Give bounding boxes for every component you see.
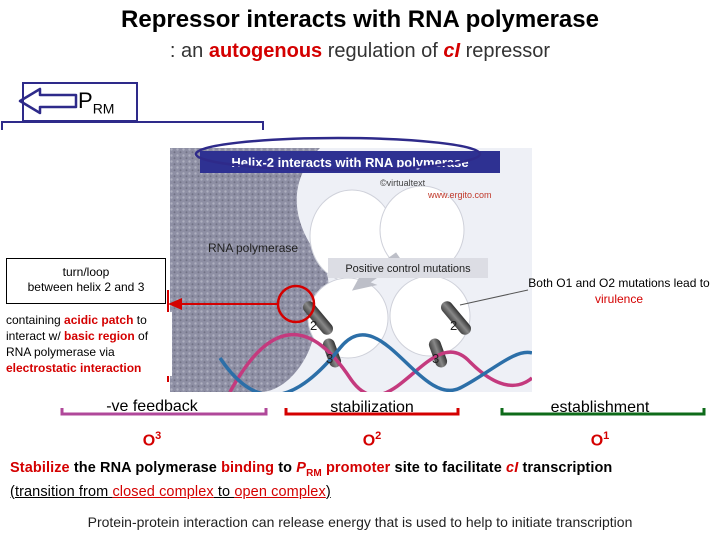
dna-strand-2 [218, 333, 532, 392]
turn-loop-line-2: between helix 2 and 3 [27, 280, 145, 294]
statement-line-1: Stabilize the RNA polymerase binding to … [10, 459, 715, 483]
subtitle-middle: regulation of [322, 40, 444, 62]
st-7: site to facilitate [390, 460, 507, 476]
figure-illustration: Helix-2 interacts with RNA polymerase ©v… [170, 148, 532, 392]
footer-note: Protein-protein interaction can release … [87, 514, 633, 530]
o3-site: O [142, 432, 156, 450]
st-closed: closed complex [112, 483, 214, 500]
contain-p3: of RNA polymerase via [6, 329, 149, 359]
mutations-label-box [328, 258, 488, 278]
o1-bracket [500, 408, 706, 416]
promoter-label: PRM [78, 88, 114, 116]
o3-site-label: O3 [62, 430, 242, 450]
subtitle-suffix: repressor [460, 40, 551, 62]
o1-site-label: O1 [502, 430, 698, 450]
contain-p2: to interact w/ [6, 313, 147, 343]
helix-cylinder-3 [441, 301, 471, 335]
promoter-label-main: P [78, 88, 93, 113]
promoter-arrow-graphic [1, 87, 264, 130]
st-open: ( [10, 483, 15, 500]
slide-subtitle: : an autogenous regulation of cI repress… [0, 40, 720, 63]
o1-sup: 1 [603, 430, 610, 442]
promoter-box [22, 82, 138, 122]
helix-number-3-right: 3 [432, 351, 439, 366]
helix2-highlight-circle [276, 284, 316, 324]
o2-bracket [284, 408, 460, 416]
contain-basic: basic region [64, 329, 135, 343]
promoter-label-sub: RM [92, 100, 115, 117]
stabilize-statement: Stabilize the RNA polymerase binding to … [10, 459, 715, 502]
turn-loop-callout: turn/loop between helix 2 and 3 [6, 258, 166, 304]
contain-electro: electrostatic interaction [6, 361, 142, 375]
o3-sup: 3 [155, 430, 162, 442]
st-stabilize: Stabilize [10, 460, 70, 476]
st-promoter: promoter [321, 460, 391, 476]
mutations-callout: Both O1 and O2 mutations lead to virulen… [528, 275, 710, 307]
o2-site-label: O2 [286, 430, 458, 450]
st-opencomplex: open complex [234, 483, 326, 500]
o2-role-label: stabilization [330, 399, 414, 416]
st-binding: binding [221, 460, 275, 476]
figure-copyright: ©virtualtext [380, 178, 426, 188]
figure-url: www.ergito.com [427, 190, 492, 200]
mutations-virulence: virulence [594, 292, 644, 306]
promoter-arrow-head [18, 87, 78, 115]
subtitle-ci: cI [443, 40, 461, 62]
o3-bracket [60, 408, 268, 416]
helix2-pointer-arrowhead [168, 298, 182, 310]
contain-acidic: acidic patch [64, 313, 134, 327]
o2-site: O [362, 432, 376, 450]
rna-polymerase-shape [170, 148, 329, 392]
subtitle-prefix: : an [169, 40, 209, 62]
mutations-p1: Both O1 and O2 mutations lead to [528, 276, 710, 290]
st-p-sub: RM [306, 467, 322, 479]
rnap-label: RNA polymerase [208, 241, 298, 255]
st-p: P [296, 460, 307, 476]
dna-strand-1 [228, 332, 532, 392]
statement-line-2: (transition from closed complex to open … [10, 483, 715, 502]
o3-role-label: -ve feedback [106, 398, 198, 415]
st-close: ) [325, 483, 331, 500]
st-transition: transition from [14, 483, 113, 500]
mutation-callout-line [459, 289, 529, 306]
st-4: to [274, 460, 297, 476]
st-to: to [213, 483, 235, 500]
mutations-label: Positive control mutations [345, 263, 471, 275]
repressor-rnap-figure: Helix-2 interacts with RNA polymerase ©v… [170, 148, 532, 392]
o1-site: O [590, 432, 604, 450]
acidic-patch-callout: containing acidic patch to interact w/ b… [6, 312, 172, 376]
promoter-bracket [1, 121, 264, 130]
contain-p1: containing [6, 313, 65, 327]
o2-sup: 2 [375, 430, 382, 442]
helix-number-2-left: 2 [310, 318, 317, 333]
helix-number-3-left: 3 [326, 351, 333, 366]
figure-banner-text: Helix-2 interacts with RNA polymerase [231, 155, 468, 170]
turn-loop-line-1: turn/loop [62, 265, 110, 279]
helix-number-2-right: 2 [450, 318, 457, 333]
banner-highlight-ellipse [194, 136, 482, 172]
o1-role-label: establishment [550, 399, 650, 416]
helix-cylinder-4 [428, 338, 448, 368]
st-2: the RNA polymerase [69, 460, 222, 476]
st-9: transcription [518, 460, 613, 476]
st-ci: cI [506, 460, 519, 476]
slide-title: Repressor interacts with RNA polymerase [121, 6, 599, 33]
subtitle-autogenous: autogenous [208, 40, 323, 62]
helix-cylinder-1 [303, 301, 333, 335]
